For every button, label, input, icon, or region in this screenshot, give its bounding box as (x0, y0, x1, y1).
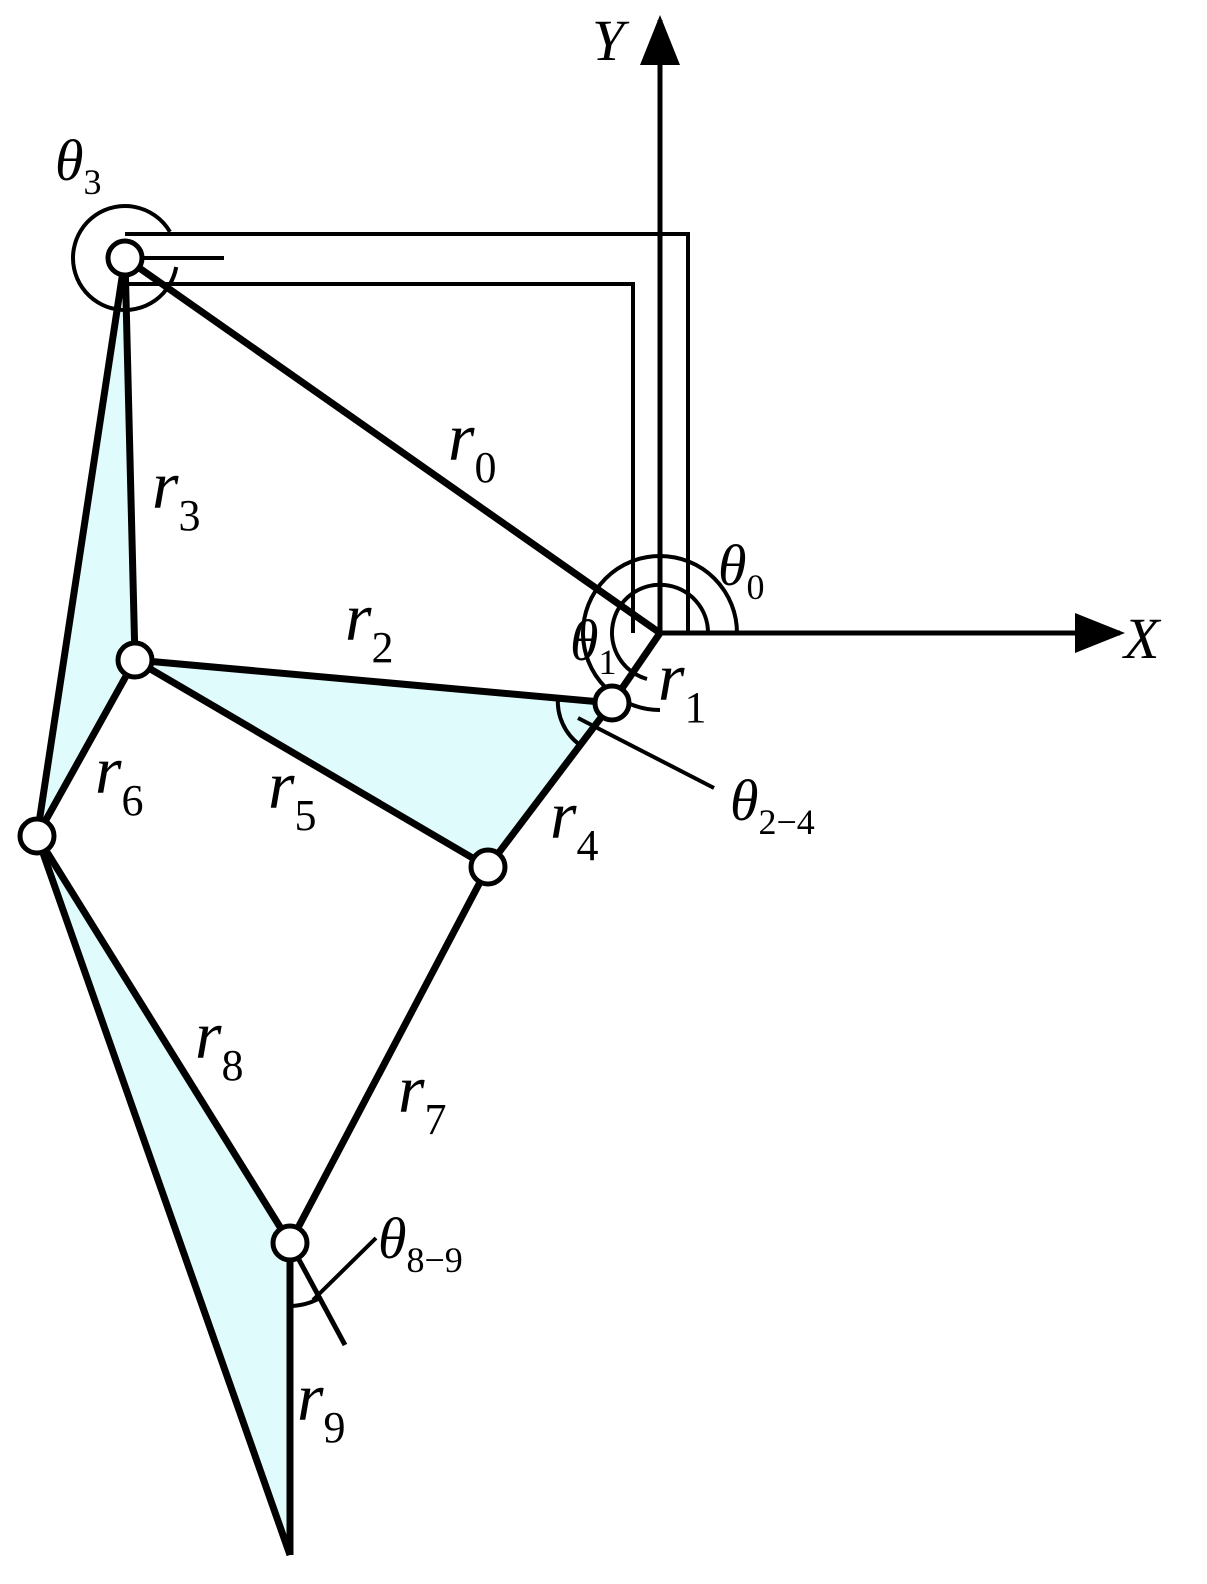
joint-r1-r4 (592, 683, 632, 723)
label-r6: r6 (95, 732, 143, 825)
x-axis-label: X (1122, 606, 1162, 671)
link-r2 (134, 656, 613, 707)
label-theta1: θ1 (570, 608, 617, 682)
link-r0 (122, 255, 663, 636)
label-theta2-4: θ2−4 (730, 768, 815, 842)
y-axis-label: Y (592, 8, 630, 73)
theta2-4-arc (555, 696, 582, 747)
inner-bracket (125, 282, 635, 633)
joint-r6-left (17, 816, 57, 856)
label-theta8-9: θ8−9 (378, 1206, 463, 1280)
link-r4 (485, 700, 615, 870)
theta1-arc (610, 582, 711, 681)
label-r5: r5 (268, 747, 316, 840)
label-r9: r9 (297, 1359, 345, 1452)
link-left-edge (33, 257, 129, 837)
joint-r7-r8 (270, 1223, 310, 1263)
joint-r5-r7 (468, 847, 508, 887)
label-r4: r4 (550, 777, 598, 870)
label-r8: r8 (195, 997, 243, 1090)
link-r6 (33, 658, 139, 838)
shaded-region-middle (135, 660, 612, 867)
link-r7 (286, 865, 492, 1245)
label-r7: r7 (398, 1051, 446, 1144)
label-r1: r1 (658, 639, 706, 732)
label-r0: r0 (448, 399, 496, 492)
link-r3 (121, 257, 139, 661)
label-theta3: θ3 (55, 128, 102, 202)
theta2-4-leader (577, 716, 715, 790)
outer-bracket (125, 232, 690, 633)
link-r8 (34, 834, 293, 1245)
theta8-9-leader (311, 1236, 378, 1302)
joint-top-left (105, 238, 145, 278)
joint-r2-r3 (115, 640, 155, 680)
label-theta0: θ0 (718, 533, 765, 607)
link-r5 (133, 656, 490, 871)
label-r3: r3 (152, 447, 200, 540)
label-r2: r2 (345, 579, 393, 672)
link-lower-edge (33, 834, 294, 1557)
